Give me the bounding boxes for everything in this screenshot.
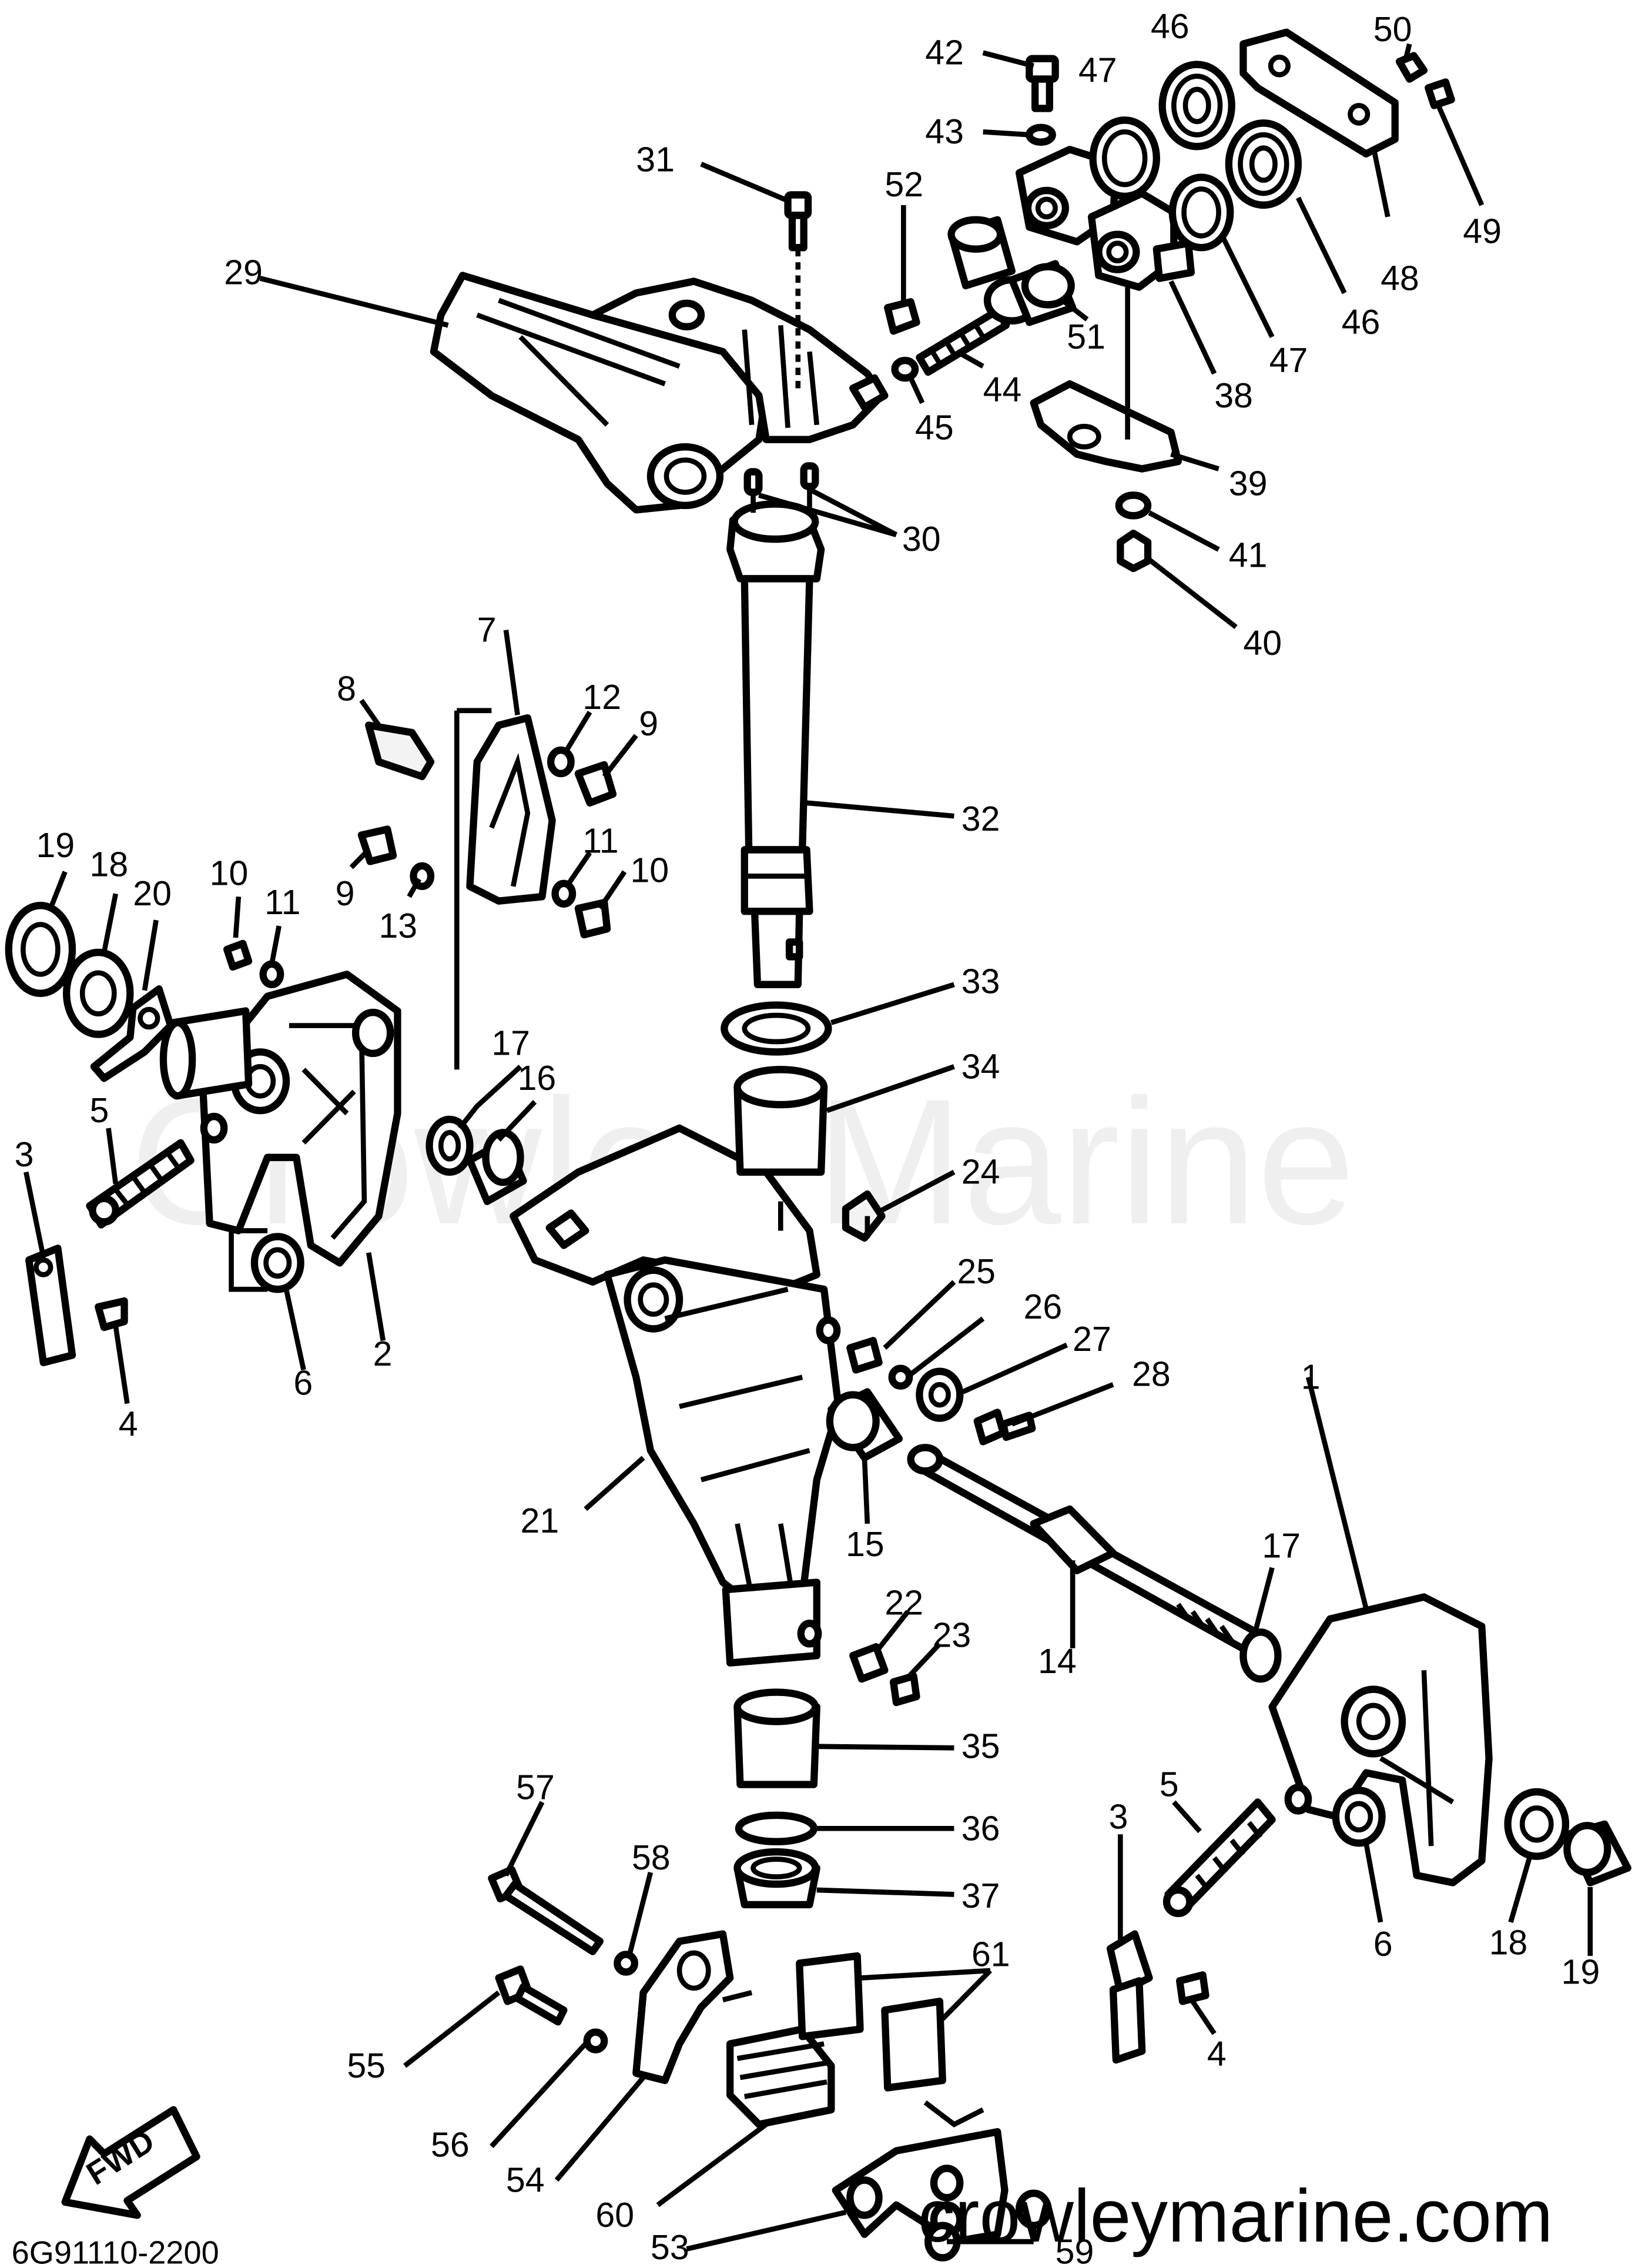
diagram-code: 6G91110-2200	[12, 2234, 219, 2268]
callout-4: 4	[119, 1404, 138, 1443]
website-text: crowleymarine.com	[918, 2174, 1553, 2257]
left-thrust-screw	[25, 1112, 304, 1367]
callout-19: 19	[36, 825, 75, 865]
callout-17: 17	[1262, 1526, 1301, 1565]
callout-54: 54	[506, 2160, 545, 2199]
callout-29: 29	[224, 252, 263, 292]
steering-bracket-29	[430, 272, 889, 514]
callout-56: 56	[431, 2125, 470, 2164]
callout-10: 10	[630, 850, 669, 889]
bolt-22-nut-23	[849, 1643, 920, 1707]
callout-57: 57	[516, 1767, 555, 1807]
callout-20: 20	[133, 874, 172, 913]
callout-42: 42	[925, 32, 964, 72]
callout-60: 60	[595, 2195, 634, 2234]
callout-6: 6	[293, 1363, 313, 1402]
callout-47: 47	[1078, 50, 1117, 89]
trim-plate-7	[223, 714, 617, 989]
leader-lines	[24, 43, 1593, 2252]
callout-34: 34	[961, 1046, 1000, 1086]
callout-16: 16	[518, 1058, 557, 1098]
callout-50: 50	[1373, 9, 1412, 48]
callout-55: 55	[347, 2046, 386, 2085]
upper-mount-assembly	[884, 28, 1455, 573]
callout-26: 26	[1024, 1287, 1063, 1326]
callout-4: 4	[1207, 2034, 1227, 2073]
callout-39: 39	[1229, 463, 1268, 503]
callout-15: 15	[846, 1524, 884, 1563]
callout-38: 38	[1214, 375, 1253, 414]
callout-51: 51	[1067, 317, 1105, 356]
steering-shaft-32	[726, 500, 825, 989]
callout-45: 45	[915, 407, 954, 447]
fwd-arrow: FWD	[61, 2106, 200, 2219]
callout-25: 25	[957, 1252, 996, 1291]
callout-61: 61	[971, 1934, 1010, 1973]
clamp-bracket-2	[159, 971, 401, 1267]
bracket-line-lower	[722, 1990, 984, 2127]
callout-3: 3	[15, 1134, 34, 1173]
callout-48: 48	[1381, 258, 1419, 297]
callout-43: 43	[925, 112, 964, 151]
callout-46: 46	[1342, 302, 1381, 342]
callout-22: 22	[884, 1583, 923, 1622]
callout-3: 3	[1109, 1797, 1128, 1836]
bracket-line-left	[229, 708, 492, 1292]
callout-14: 14	[1038, 1641, 1077, 1681]
callout-23: 23	[933, 1615, 971, 1654]
callout-8: 8	[337, 668, 356, 708]
bracket-line-shaft	[778, 1201, 870, 1238]
callout-52: 52	[884, 165, 923, 204]
left-trim-parts	[5, 901, 175, 1082]
callout-46: 46	[1151, 6, 1190, 45]
callout-9: 9	[639, 704, 658, 743]
right-thrust-screw	[1106, 1784, 1386, 2064]
swivel-parts-25-28	[846, 1337, 1036, 1446]
callout-12: 12	[582, 677, 621, 717]
callout-18: 18	[90, 844, 129, 884]
callout-27: 27	[1073, 1319, 1111, 1358]
callout-44: 44	[983, 370, 1022, 409]
callout-30: 30	[902, 519, 941, 558]
callout-24: 24	[961, 1152, 1000, 1191]
callout-10: 10	[210, 853, 249, 892]
callout-17: 17	[491, 1023, 530, 1062]
callout-6: 6	[1373, 1924, 1393, 1963]
callout-1: 1	[1301, 1357, 1321, 1396]
callout-11: 11	[582, 821, 618, 860]
callout-19: 19	[1562, 1952, 1600, 1991]
callout-18: 18	[1489, 1922, 1528, 1962]
callout-41: 41	[1229, 535, 1268, 574]
bolt-31	[784, 191, 812, 389]
lower-mount-bracket	[488, 1865, 1052, 2262]
callout-7: 7	[477, 610, 497, 649]
callout-13: 13	[378, 906, 417, 945]
callout-35: 35	[961, 1726, 1000, 1765]
right-trim-parts	[1504, 1788, 1631, 1886]
callout-5: 5	[90, 1090, 109, 1130]
callout-11: 11	[264, 882, 300, 922]
lower-bushings-35-37	[733, 1688, 820, 1909]
callout-53: 53	[651, 2227, 689, 2267]
callout-33: 33	[961, 961, 1000, 1001]
callout-37: 37	[961, 1876, 1000, 1915]
callout-2: 2	[373, 1333, 393, 1373]
callout-49: 49	[1463, 211, 1502, 250]
callout-40: 40	[1243, 623, 1282, 663]
callout-58: 58	[632, 1838, 671, 1877]
callout-31: 31	[636, 139, 675, 179]
callout-labels: 1 2 3 3 4 4 5 5 6 6 7 8 9 9 10 10 11 11 …	[15, 6, 1600, 2268]
callout-5: 5	[1160, 1764, 1179, 1804]
callout-28: 28	[1132, 1354, 1171, 1393]
callout-21: 21	[521, 1501, 559, 1540]
callout-9: 9	[336, 874, 355, 913]
swivel-bracket-21	[510, 1124, 842, 1667]
callout-59: 59	[1056, 2232, 1094, 2268]
callout-36: 36	[961, 1808, 1000, 1848]
bushings-33-34	[721, 1001, 886, 1242]
callout-47: 47	[1269, 340, 1308, 380]
callout-32: 32	[961, 799, 1000, 838]
